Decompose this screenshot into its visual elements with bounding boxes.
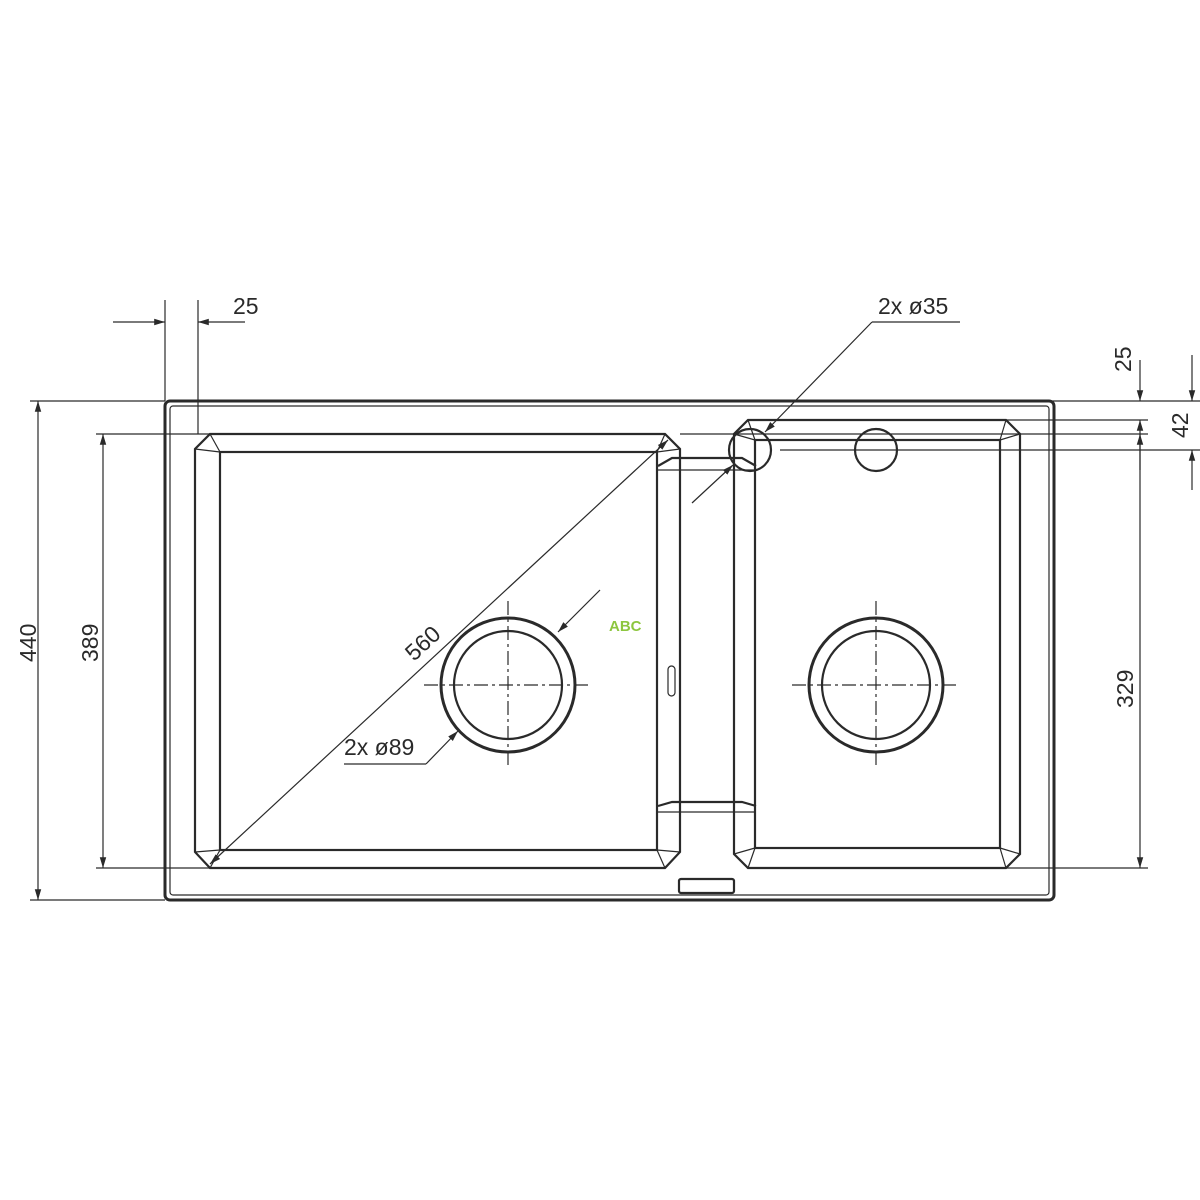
dim-tap-holes-label: 2x ø35 bbox=[878, 293, 948, 319]
large-bowl bbox=[193, 432, 682, 870]
overflow-channel bbox=[657, 456, 757, 813]
dim-overall-depth: 440 bbox=[15, 400, 165, 901]
drain-right-icon bbox=[792, 601, 960, 769]
sink-outline bbox=[163, 399, 1056, 902]
dim-drains: 2x ø89 bbox=[344, 589, 601, 765]
dim-small-bowl-label: 329 bbox=[1112, 670, 1138, 708]
dim-left-margin: 25 bbox=[113, 293, 259, 434]
dim-tap-offset-label: 42 bbox=[1167, 412, 1193, 438]
dim-top-margin-label: 25 bbox=[1110, 346, 1136, 372]
dim-large-bowl: 389 bbox=[77, 433, 210, 869]
dim-large-bowl-label: 389 bbox=[77, 624, 103, 662]
front-overflow-slot bbox=[677, 877, 736, 895]
dim-right-top: 25 42 bbox=[680, 346, 1200, 490]
watermark-text: ABC bbox=[609, 618, 642, 635]
dim-diagonal-label: 560 bbox=[400, 621, 446, 666]
drain-left-icon bbox=[424, 601, 592, 769]
dim-drains-label: 2x ø89 bbox=[344, 734, 414, 760]
dim-tap-holes: 2x ø35 bbox=[691, 293, 960, 504]
small-bowl bbox=[732, 418, 1022, 870]
dim-overall-depth-label: 440 bbox=[15, 624, 41, 662]
dim-small-bowl: 329 bbox=[1006, 419, 1148, 869]
dim-left-margin-label: 25 bbox=[233, 293, 259, 319]
dim-diagonal: 560 bbox=[209, 439, 669, 865]
